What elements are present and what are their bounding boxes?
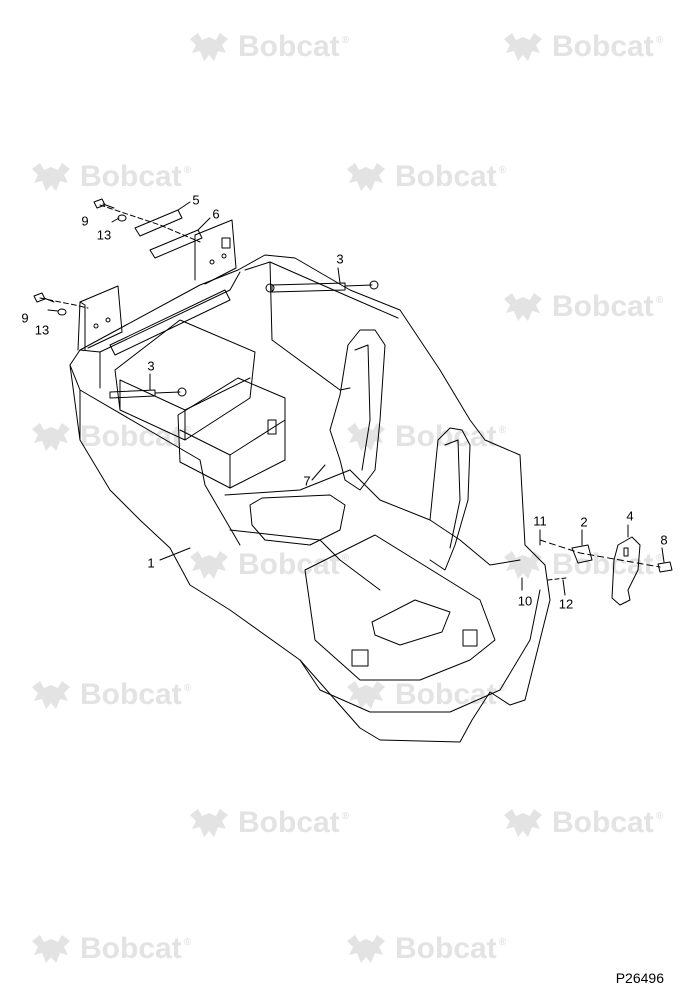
- watermark: Bobcat®: [30, 160, 191, 194]
- callout-9: 9: [21, 310, 29, 326]
- watermark: Bobcat®: [345, 420, 506, 454]
- leader-lines: [47, 201, 665, 596]
- callout-11: 11: [533, 513, 547, 529]
- watermark: Bobcat®: [502, 806, 663, 840]
- gas-spring-upper: [265, 280, 379, 293]
- callout-9: 9: [81, 213, 89, 229]
- callout-4: 4: [626, 508, 634, 524]
- callout-13: 13: [96, 227, 112, 243]
- drawing-number: P26496: [615, 970, 664, 986]
- watermark: Bobcat®: [30, 932, 191, 966]
- bobcat-logo-icon: [504, 293, 542, 321]
- washer-13-lower: [57, 308, 67, 316]
- callout-5: 5: [192, 192, 200, 208]
- watermark-text: Bobcat: [80, 678, 182, 711]
- bobcat-logo-icon: [190, 33, 228, 61]
- latch-bolt: [657, 561, 673, 573]
- callout-1: 1: [147, 555, 155, 571]
- upper-box-unit: [114, 319, 256, 441]
- watermark: Bobcat®: [345, 932, 506, 966]
- lower-box-unit: [177, 377, 286, 489]
- watermark: Bobcat®: [30, 420, 191, 454]
- right-armrest-channel: [429, 427, 471, 571]
- shim-5: [134, 209, 183, 237]
- screw-centerline: [547, 577, 567, 581]
- bobcat-logo-icon: [504, 33, 542, 61]
- mounting-bracket-left: [77, 285, 123, 351]
- callout-8: 8: [660, 532, 668, 548]
- bobcat-logo-icon: [190, 809, 228, 837]
- bobcat-logo-icon: [504, 551, 542, 579]
- mounting-bracket-right: [194, 219, 237, 285]
- watermark-text: Bobcat: [238, 806, 340, 839]
- watermark: Bobcat®: [345, 160, 506, 194]
- watermark-text: Bobcat: [395, 160, 497, 193]
- callout-3: 3: [147, 358, 155, 374]
- bolt-9-upper: [93, 198, 115, 209]
- bobcat-logo-icon: [32, 935, 70, 963]
- callout-12: 12: [558, 596, 574, 612]
- hardware-centerline-lower: [39, 297, 89, 309]
- watermark: Bobcat®: [502, 548, 663, 582]
- bobcat-logo-icon: [347, 935, 385, 963]
- watermark-text: Bobcat: [80, 160, 182, 193]
- latch-clip: [571, 544, 593, 564]
- bobcat-logo-icon: [347, 423, 385, 451]
- watermark: Bobcat®: [188, 30, 349, 64]
- callout-10: 10: [517, 593, 533, 609]
- callout-13: 13: [34, 322, 50, 338]
- watermark-text: Bobcat: [80, 420, 182, 453]
- bobcat-logo-icon: [190, 551, 228, 579]
- bobcat-logo-icon: [347, 163, 385, 191]
- storage-well: [249, 494, 346, 546]
- hardware-centerline-upper: [99, 204, 201, 243]
- watermark-text: Bobcat: [238, 548, 340, 581]
- shim-6: [149, 229, 203, 259]
- watermark-text: Bobcat: [80, 932, 182, 965]
- callout-7: 7: [303, 473, 311, 489]
- bobcat-logo-icon: [32, 423, 70, 451]
- watermark-text: Bobcat: [395, 678, 497, 711]
- console-housing: [69, 254, 551, 743]
- watermark: Bobcat®: [345, 678, 506, 712]
- watermark: Bobcat®: [502, 290, 663, 324]
- bobcat-logo-icon: [504, 809, 542, 837]
- bolt-9-lower: [33, 292, 55, 303]
- watermark-text: Bobcat: [238, 30, 340, 63]
- watermark-text: Bobcat: [552, 806, 654, 839]
- watermark: Bobcat®: [188, 548, 349, 582]
- watermark-text: Bobcat: [395, 932, 497, 965]
- watermark-text: Bobcat: [552, 290, 654, 323]
- watermark: Bobcat®: [30, 678, 191, 712]
- watermark: Bobcat®: [188, 806, 349, 840]
- storage-lid: [304, 534, 496, 681]
- rear-rail: [109, 289, 231, 356]
- callout-6: 6: [212, 206, 220, 222]
- callout-3: 3: [336, 251, 344, 267]
- bobcat-logo-icon: [32, 681, 70, 709]
- bobcat-logo-icon: [32, 163, 70, 191]
- latch-plate: [611, 536, 641, 606]
- bobcat-logo-icon: [347, 681, 385, 709]
- gas-spring-lower: [109, 387, 187, 399]
- latch-centerline: [539, 539, 661, 568]
- watermark-text: Bobcat: [395, 420, 497, 453]
- left-armrest-channel: [329, 329, 386, 491]
- watermark-text: Bobcat: [552, 548, 654, 581]
- callout-2: 2: [580, 514, 588, 530]
- watermark-text: Bobcat: [552, 30, 654, 63]
- watermark: Bobcat®: [502, 30, 663, 64]
